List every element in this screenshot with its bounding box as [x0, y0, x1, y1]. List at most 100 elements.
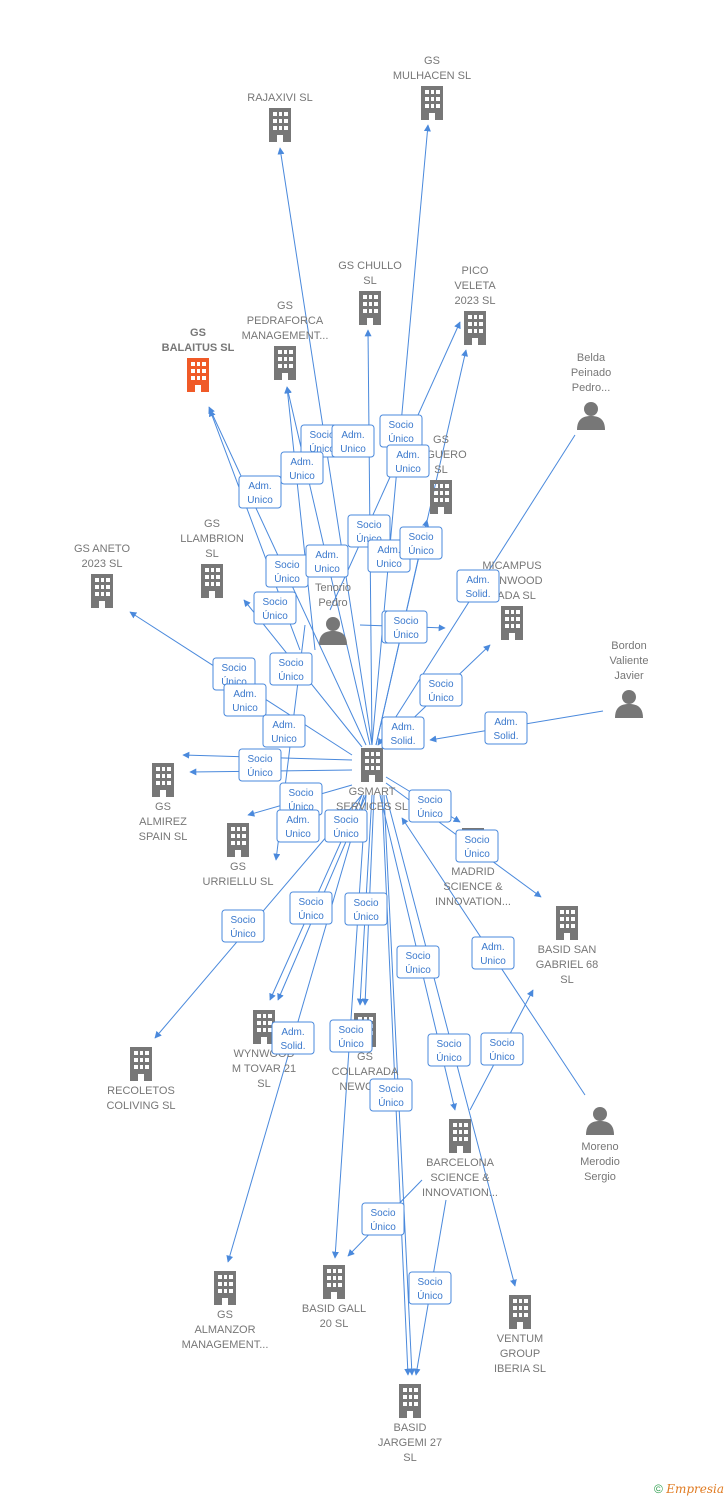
edge-label-box	[456, 569, 500, 603]
building-icon	[361, 748, 383, 782]
edge-label-box	[280, 451, 324, 485]
building-icon	[464, 311, 486, 345]
edge-label-text: Unico	[289, 471, 315, 482]
edge-label-box	[238, 748, 282, 782]
edge-role-label[interactable]: Adm.Unico	[223, 683, 267, 717]
person-node[interactable]: ...sTenorioPedro	[315, 567, 351, 645]
edge-role-label[interactable]: Adm.Unico	[471, 936, 515, 970]
edge-label-text: Socio	[309, 430, 334, 441]
edge-role-label[interactable]: Adm.Unico	[238, 475, 282, 509]
person-node[interactable]: BeldaPeinadoPedro...	[571, 352, 611, 430]
brand-footer[interactable]: © Empresia	[654, 1482, 724, 1496]
edge-role-label[interactable]: Adm.Unico	[276, 809, 320, 843]
edge-label-text: Unico	[480, 956, 506, 967]
edge-role-label[interactable]: Adm.Solid.	[381, 716, 425, 750]
company-node[interactable]: GSALMANZORMANAGEMENT...	[182, 1271, 269, 1351]
node-label: MANAGEMENT...	[242, 330, 329, 342]
edge-role-label[interactable]: Adm. Solid.	[456, 569, 500, 603]
node-label: GSMART	[349, 786, 396, 798]
edge-label-text: Adm.	[466, 575, 489, 586]
edge-label-text: Solid.	[493, 731, 518, 742]
building-icon	[323, 1265, 345, 1299]
edge-role-label[interactable]: Adm.Solid.	[271, 1021, 315, 1055]
node-label: GS	[217, 1309, 233, 1321]
edge-label-box	[480, 1032, 524, 1066]
node-label: GS	[424, 55, 440, 67]
edge-role-label[interactable]: Adm.Unico	[280, 451, 324, 485]
edge-role-label[interactable]: Adm.Unico	[305, 544, 349, 578]
edge-label-text: Único	[370, 1220, 396, 1233]
edge-label-text: Solid.	[390, 736, 415, 747]
node-label: SL	[434, 464, 447, 476]
node-label: LLAMBRION	[180, 533, 244, 545]
edge-label-text: Socio	[405, 951, 430, 962]
edge-role-label[interactable]: Adm.Unico	[331, 424, 375, 458]
building-icon	[421, 86, 443, 120]
edge-label-text: Único	[298, 909, 324, 922]
edge-role-label[interactable]: Adm.Unico	[262, 714, 306, 748]
edge-label-text: Único	[338, 1037, 364, 1050]
node-label: COLIVING SL	[106, 1100, 175, 1112]
edge-role-label[interactable]: Adm.Unico	[386, 444, 430, 478]
edge-label-text: Socio	[353, 898, 378, 909]
node-label: GS	[230, 861, 246, 873]
edge-label-text: Adm.	[315, 550, 338, 561]
edge-label-box	[238, 475, 282, 509]
node-label: VELETA	[454, 280, 496, 292]
node-label: Pedro	[318, 597, 347, 609]
edge-label-text: Socio	[338, 1025, 363, 1036]
node-label: BASID SAN	[538, 944, 597, 956]
edge-role-label[interactable]: Adm.Solid.	[484, 711, 528, 745]
edge-label-text: Único	[393, 628, 419, 641]
company-node[interactable]: RAJAXIVI SL	[247, 92, 313, 142]
node-label: BASID GALL	[302, 1303, 366, 1315]
edge-label-text: Socio	[378, 1084, 403, 1095]
edge-label-text: Socio	[262, 597, 287, 608]
edge-label-text: Único	[353, 910, 379, 923]
edge-label-text: Solid.	[465, 589, 490, 600]
edge-label-box	[253, 591, 297, 625]
company-node[interactable]: GSPEDRAFORCAMANAGEMENT...	[242, 300, 329, 380]
